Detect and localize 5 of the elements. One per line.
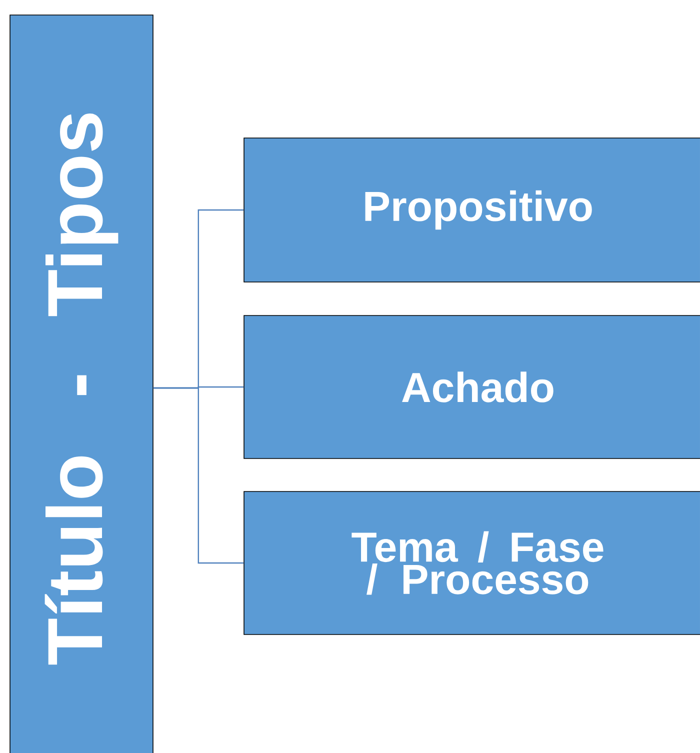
category-box: Propositivo [244,138,700,282]
category-box: Tema / Fase / Processo [244,491,700,635]
title-bar: Título - Tipos [10,14,154,753]
category-box: Achado [244,315,700,459]
connector-line [153,387,244,564]
